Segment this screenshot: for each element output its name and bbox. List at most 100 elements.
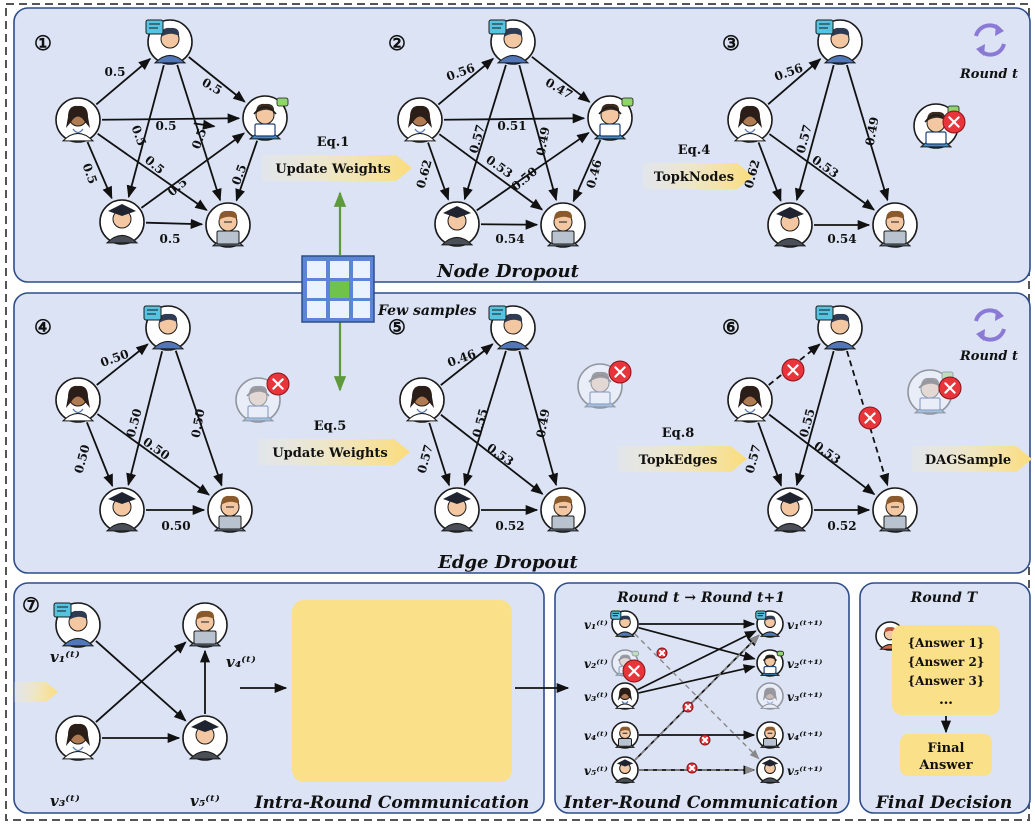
- inter-left-label: v₂⁽ᵗ⁾: [584, 657, 608, 671]
- graph-edge: [757, 422, 782, 487]
- graph-edge: [572, 139, 602, 203]
- edge-weight-label: 0.5: [80, 161, 100, 185]
- panel-inter-round: [554, 582, 850, 814]
- block-arrow-label: Update Weights: [275, 162, 390, 177]
- avatar-body: [759, 703, 781, 709]
- graph-edge: [427, 142, 450, 201]
- final-answer-item: {Answer 1}: [907, 636, 984, 650]
- edge-weight-label: 0.51: [497, 119, 526, 133]
- block-arrow-label: Update Weights: [272, 446, 387, 461]
- avatar-body: [241, 412, 275, 422]
- stethoscope-icon: [72, 746, 84, 752]
- laptop-icon: [883, 230, 907, 245]
- avatar-hair: [504, 313, 523, 323]
- agent-avatar-icon: [53, 602, 101, 648]
- avatar-hair: [410, 385, 434, 408]
- avatar-hair: [219, 210, 238, 220]
- avatar-body: [440, 522, 474, 532]
- avatar-body: [823, 340, 857, 350]
- graph-edge: [757, 142, 782, 202]
- removed-x-icon: [608, 360, 632, 384]
- avatar-face: [764, 688, 776, 701]
- agent-avatar-icon: [755, 610, 784, 638]
- node-label-v1: v₁⁽ᵗ⁾: [50, 648, 80, 666]
- avatar-hair: [256, 103, 275, 113]
- agent-avatar-icon: [399, 377, 445, 423]
- speech-bubble-icon: [815, 305, 834, 321]
- laptop-icon: [919, 397, 941, 411]
- avatar-body: [913, 404, 947, 414]
- avatar-body: [583, 398, 617, 408]
- block-arrow-1: [262, 155, 412, 181]
- avatar-hair: [617, 687, 633, 701]
- graph-edge: [95, 641, 187, 723]
- removed-x-mark: [948, 116, 960, 128]
- agent-avatar-icon: [488, 305, 536, 351]
- avatar-hair: [591, 371, 610, 381]
- graduation-cap-icon: [443, 206, 471, 218]
- agent-avatar-icon: [145, 19, 193, 65]
- avatar-body: [188, 750, 222, 760]
- avatar-body: [105, 234, 139, 244]
- avatar-hair: [764, 615, 776, 622]
- stethoscope-icon: [72, 408, 84, 414]
- avatar-hair: [619, 654, 631, 661]
- agent-avatar-icon: [205, 202, 251, 248]
- final-answer-item: …: [939, 692, 953, 708]
- stethoscope-icon: [744, 408, 756, 414]
- avatar-hair: [738, 385, 762, 408]
- avatar-hair: [196, 610, 215, 620]
- graph-edge: [86, 141, 113, 200]
- avatar-hair: [738, 105, 762, 128]
- laptop-icon: [763, 665, 777, 675]
- removed-x-mark: [787, 364, 799, 376]
- avatar-hair: [619, 615, 631, 622]
- graph-edge: [101, 113, 241, 124]
- final-answer-line2: Answer: [918, 758, 972, 773]
- speech-bubble-icon: [776, 650, 784, 657]
- avatar-hair: [886, 495, 905, 505]
- agent-avatar-icon: [767, 487, 813, 533]
- round-cycle-icon: [974, 23, 1006, 57]
- graph-edge: [126, 64, 165, 199]
- graph-edge: [634, 634, 760, 761]
- edge-weight-label: 0.52: [495, 519, 524, 533]
- graph-edge: [463, 350, 507, 487]
- removed-x-icon: [682, 701, 694, 713]
- removed-x-icon: [942, 110, 966, 134]
- graph-edge: [95, 640, 187, 722]
- edge-weight-label: 0.54: [495, 232, 524, 246]
- stethoscope-icon: [414, 128, 426, 134]
- agent-avatar-icon: [872, 487, 918, 533]
- final-answer-box: [900, 734, 992, 776]
- agent-avatar-icon: [727, 377, 773, 423]
- graph-edge: [634, 633, 760, 760]
- graph-edge: [97, 133, 208, 211]
- few-samples-grid-icon: [301, 255, 375, 323]
- graph-edge: [794, 64, 835, 202]
- block-arrow-3: [258, 439, 410, 465]
- laptop-icon: [193, 630, 217, 645]
- graph-edge: [188, 56, 246, 103]
- graph-edge: [96, 413, 210, 496]
- avatar-hair: [554, 210, 573, 220]
- edge-weight-label: 0.5: [229, 162, 249, 186]
- graph-edge: [145, 218, 204, 229]
- edge-weight-label: 0.50: [189, 408, 208, 439]
- agent-avatar-icon: [182, 602, 228, 648]
- round-carry-arrow: [14, 682, 58, 702]
- removed-x-mark: [944, 382, 956, 394]
- laptop-icon: [883, 515, 907, 530]
- inter-left-label: v₁⁽ᵗ⁾: [584, 618, 608, 632]
- avatar-body: [614, 631, 636, 637]
- removed-x-mark: [272, 378, 284, 390]
- speech-bubble-icon: [610, 610, 622, 620]
- laptop-icon: [551, 230, 575, 245]
- edge-weight-label: 0.50: [161, 519, 190, 533]
- removed-x-mark: [688, 764, 696, 772]
- equation-label: Eq.1: [317, 135, 350, 150]
- graph-edge: [176, 64, 222, 202]
- title-node-dropout: Node Dropout: [436, 261, 580, 282]
- speech-bubble-icon: [145, 19, 164, 35]
